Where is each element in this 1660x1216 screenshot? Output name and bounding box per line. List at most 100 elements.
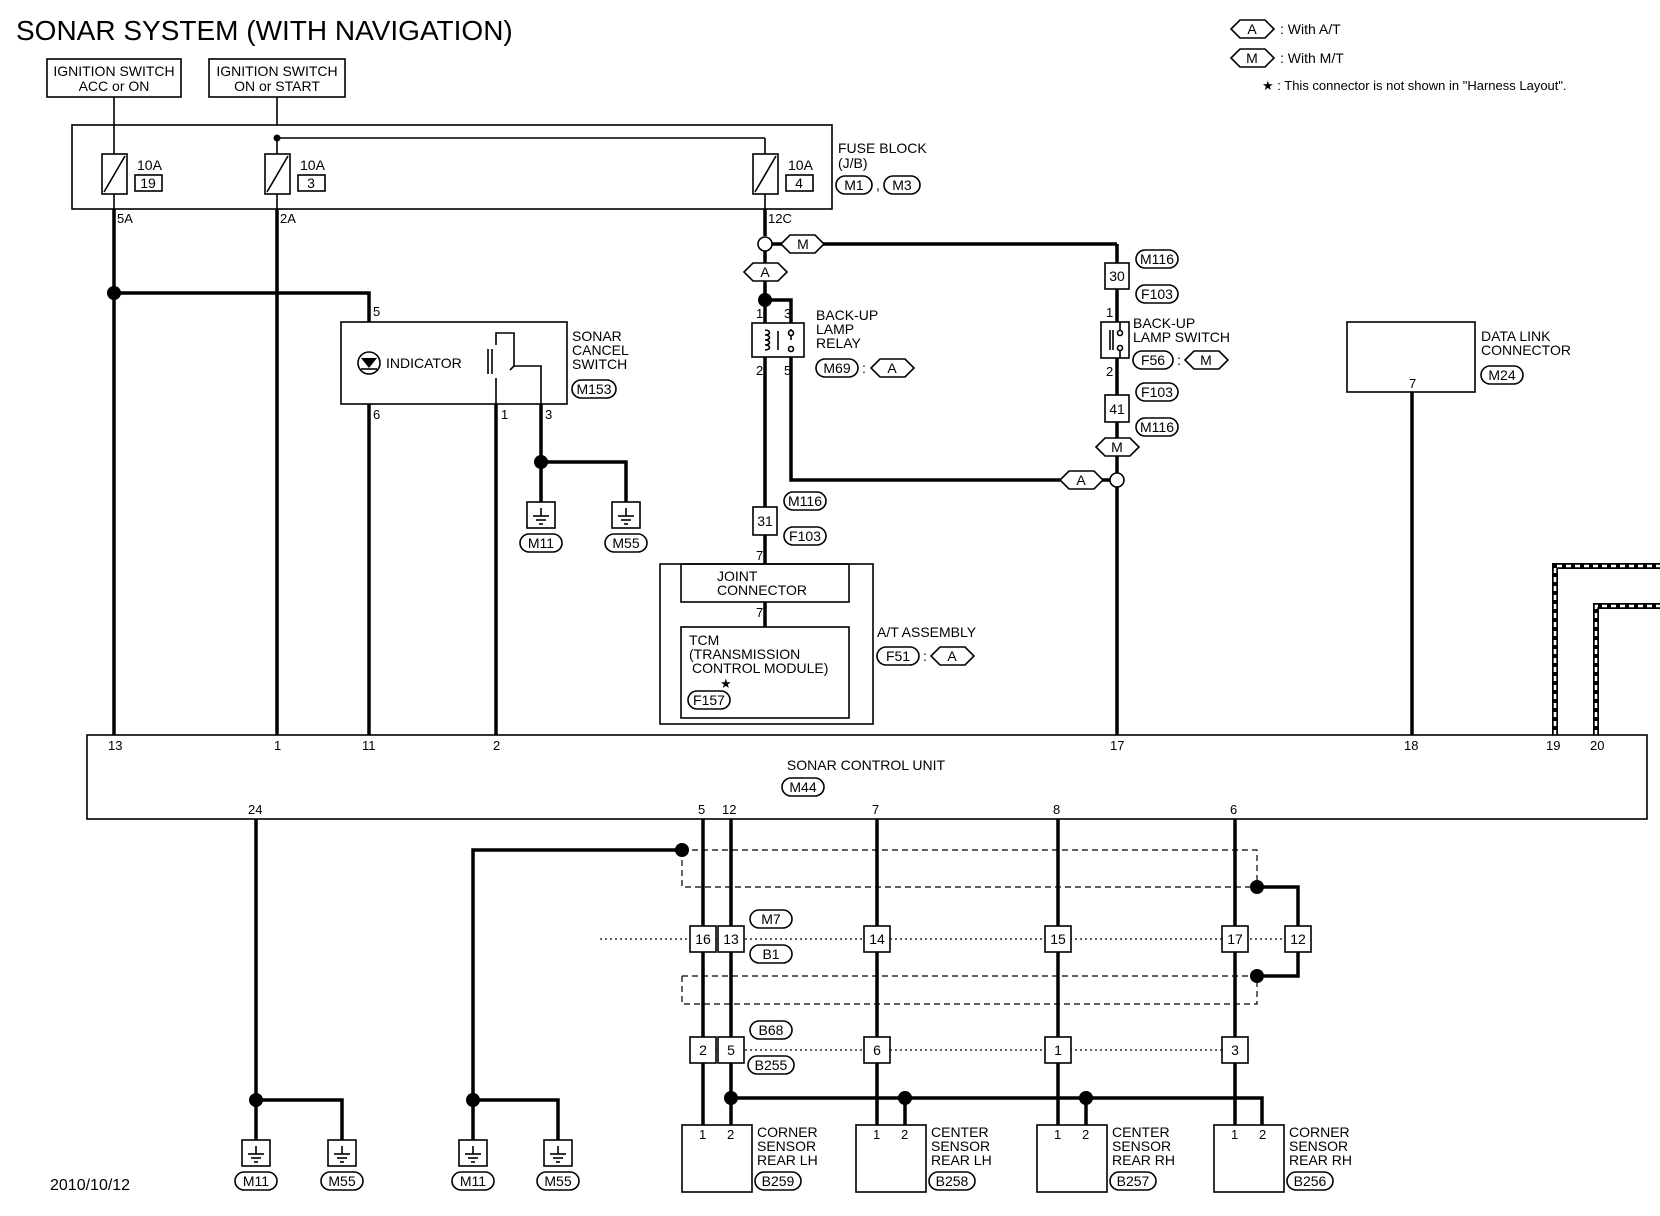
svg-text:,: , [876, 177, 880, 193]
connector-m24: M24 [1480, 365, 1524, 385]
svg-text:M3: M3 [892, 177, 912, 193]
svg-text:A: A [947, 648, 957, 664]
svg-text:M: M [1246, 50, 1258, 66]
svg-text:30: 30 [1109, 268, 1125, 284]
svg-text:RELAY: RELAY [816, 335, 862, 351]
svg-text:SONAR CONTROL UNIT: SONAR CONTROL UNIT [787, 757, 946, 773]
svg-text:INDICATOR: INDICATOR [386, 355, 462, 371]
ground-m55-lower-left: M55 [320, 1139, 364, 1191]
svg-text:M24: M24 [1488, 367, 1515, 383]
svg-text:(TRANSMISSION: (TRANSMISSION [689, 646, 800, 662]
svg-text:3: 3 [784, 306, 791, 321]
harness-connector-m7-b1: 16 13 14 15 17 12 [600, 925, 1312, 953]
svg-text:SENSOR: SENSOR [757, 1138, 816, 1154]
svg-text:15: 15 [1050, 931, 1066, 947]
svg-text:DATA LINK: DATA LINK [1481, 328, 1551, 344]
svg-text:7: 7 [756, 605, 763, 620]
svg-text:SENSOR: SENSOR [931, 1138, 990, 1154]
svg-text:SWITCH: SWITCH [572, 356, 627, 372]
svg-text:SONAR: SONAR [572, 328, 622, 344]
svg-text:M44: M44 [789, 779, 816, 795]
at-assembly: JOINT CONNECTOR 7 TCM (TRANSMISSION CONT… [659, 563, 874, 725]
svg-text:M11: M11 [528, 535, 554, 551]
svg-text:5: 5 [373, 304, 380, 319]
svg-text:CANCEL: CANCEL [572, 342, 629, 358]
svg-text:19: 19 [1546, 738, 1560, 753]
fuse-block-connectors: M1 , M3 [835, 175, 921, 195]
svg-text:CONNECTOR: CONNECTOR [1481, 342, 1571, 358]
diagram-date: 2010/10/12 [50, 1177, 130, 1194]
svg-text:SENSOR: SENSOR [1289, 1138, 1348, 1154]
svg-text:B259: B259 [762, 1173, 795, 1189]
svg-text:M11: M11 [243, 1173, 269, 1189]
svg-text:6: 6 [1230, 802, 1237, 817]
ground-m11-lower-left: M11 [234, 1139, 278, 1191]
svg-text:18: 18 [1404, 738, 1418, 753]
variant-a-tag-relay: A [742, 262, 789, 282]
svg-text:2: 2 [493, 738, 500, 753]
sensor-center-rear-rh: 1 2 CENTER SENSOR REAR RH B257 [1036, 1124, 1175, 1193]
svg-text:17: 17 [1227, 931, 1243, 947]
fuse-4: 10A 4 [752, 153, 814, 209]
svg-text:31: 31 [757, 513, 773, 529]
svg-text:1: 1 [1106, 305, 1113, 320]
ground-m55-lower-right: M55 [536, 1139, 580, 1191]
svg-text:CONNECTOR: CONNECTOR [717, 582, 807, 598]
svg-text:12: 12 [722, 802, 736, 817]
svg-text:13: 13 [108, 738, 122, 753]
svg-text:4: 4 [795, 175, 803, 191]
data-link-connector: 7 [1346, 321, 1476, 735]
svg-text:REAR LH: REAR LH [757, 1152, 818, 1168]
svg-text:★: ★ [720, 676, 732, 691]
sensor-center-rear-lh: 1 2 CENTER SENSOR REAR LH B258 [855, 1124, 992, 1193]
svg-text:M55: M55 [612, 535, 639, 551]
connector-m7: M7 [749, 909, 793, 929]
svg-text:A: A [887, 360, 897, 376]
wires-lower [249, 819, 1300, 1140]
svg-text:2: 2 [1082, 1127, 1089, 1142]
svg-text:F56: F56 [1141, 352, 1165, 368]
svg-text:7: 7 [872, 802, 879, 817]
svg-text:20: 20 [1590, 738, 1604, 753]
connector-m116-upper: M116 [1135, 249, 1179, 269]
harness-connector-b68-b255: 2 5 6 1 3 [689, 1036, 1249, 1064]
svg-text:7: 7 [756, 548, 763, 563]
svg-text:1: 1 [501, 407, 508, 422]
svg-text:TCM: TCM [689, 632, 719, 648]
svg-text:14: 14 [869, 931, 885, 947]
svg-text:41: 41 [1109, 401, 1125, 417]
svg-text:CENTER: CENTER [931, 1124, 989, 1140]
svg-text:2: 2 [699, 1042, 707, 1058]
svg-text:16: 16 [695, 931, 711, 947]
svg-text:1: 1 [873, 1127, 880, 1142]
svg-text:M116: M116 [1140, 251, 1174, 267]
legend-mt-symbol: M [1229, 48, 1276, 68]
svg-text:F103: F103 [1141, 384, 1173, 400]
svg-text:B256: B256 [1294, 1173, 1327, 1189]
svg-text:3: 3 [1231, 1042, 1239, 1058]
connector-f103-upper: F103 [1135, 284, 1179, 304]
inline-connector-31: 31 [752, 506, 778, 536]
indicator-led-icon [357, 351, 381, 375]
svg-text:REAR RH: REAR RH [1289, 1152, 1352, 1168]
svg-text:REAR RH: REAR RH [1112, 1152, 1175, 1168]
svg-text:2: 2 [901, 1127, 908, 1142]
svg-text:B1: B1 [762, 946, 779, 962]
svg-text:3: 3 [307, 175, 315, 191]
svg-text:1: 1 [1231, 1127, 1238, 1142]
svg-text::: : [923, 648, 927, 664]
svg-text:6: 6 [373, 407, 380, 422]
connector-f51: F51 : A [876, 646, 976, 666]
sonar-control-unit: 13 1 11 2 17 18 19 20 SONAR CONTROL UNIT… [86, 734, 1648, 820]
svg-text:ON or START: ON or START [234, 78, 320, 94]
svg-text:12C: 12C [768, 211, 792, 226]
ground-m11-upper: M11 [519, 501, 563, 553]
connector-f56: F56 : M [1132, 350, 1230, 370]
svg-text:B258: B258 [936, 1173, 969, 1189]
ground-m55-upper: M55 [604, 501, 648, 553]
svg-text:BACK-UP: BACK-UP [816, 307, 878, 323]
svg-text:M55: M55 [328, 1173, 355, 1189]
svg-text:M: M [1111, 439, 1123, 455]
variant-a-tag-switch: A [1058, 470, 1105, 490]
